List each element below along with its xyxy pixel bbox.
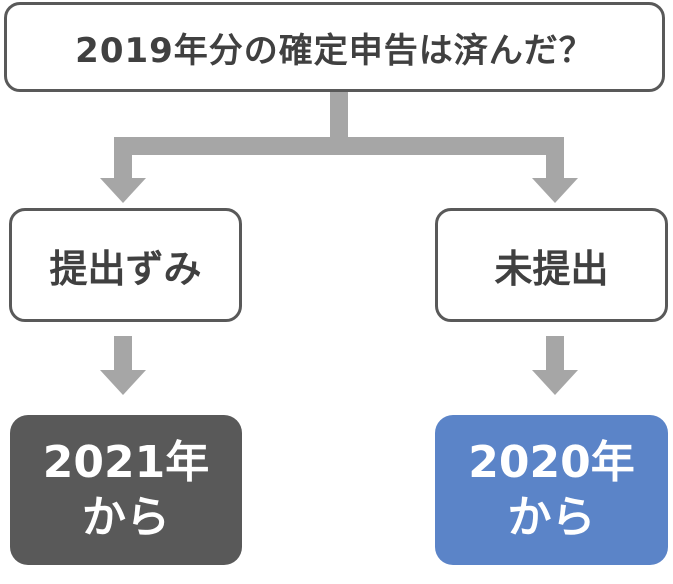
connector-stem: [330, 92, 348, 137]
arrow-to-submitted: [100, 178, 146, 203]
connector-split-bar: [114, 137, 564, 155]
connector-right-shaft: [546, 137, 564, 183]
connector-left-lower-shaft: [114, 336, 132, 374]
result-2021-box: 2021年 から: [10, 415, 242, 565]
arrow-to-not-submitted: [532, 178, 578, 203]
result-2020-box: 2020年 から: [435, 415, 668, 565]
result-2021-year: 2021年: [42, 437, 210, 488]
arrow-to-result-2021: [100, 370, 146, 395]
choice-not-submitted-label: 未提出: [494, 246, 609, 291]
arrow-to-result-2020: [532, 370, 578, 395]
connector-left-shaft: [114, 137, 132, 183]
question-box: 2019年分の確定申告は済んだ？: [4, 2, 665, 92]
choice-submitted-label: 提出ずみ: [49, 246, 202, 291]
connector-right-lower-shaft: [546, 336, 564, 374]
result-2020-year: 2020年: [468, 437, 635, 488]
result-2020-suffix: から: [507, 492, 596, 543]
choice-not-submitted-box: 未提出: [435, 208, 668, 322]
question-text: 2019年分の確定申告は済んだ？: [75, 30, 594, 71]
result-2021-suffix: から: [82, 492, 170, 543]
choice-submitted-box: 提出ずみ: [9, 208, 242, 322]
